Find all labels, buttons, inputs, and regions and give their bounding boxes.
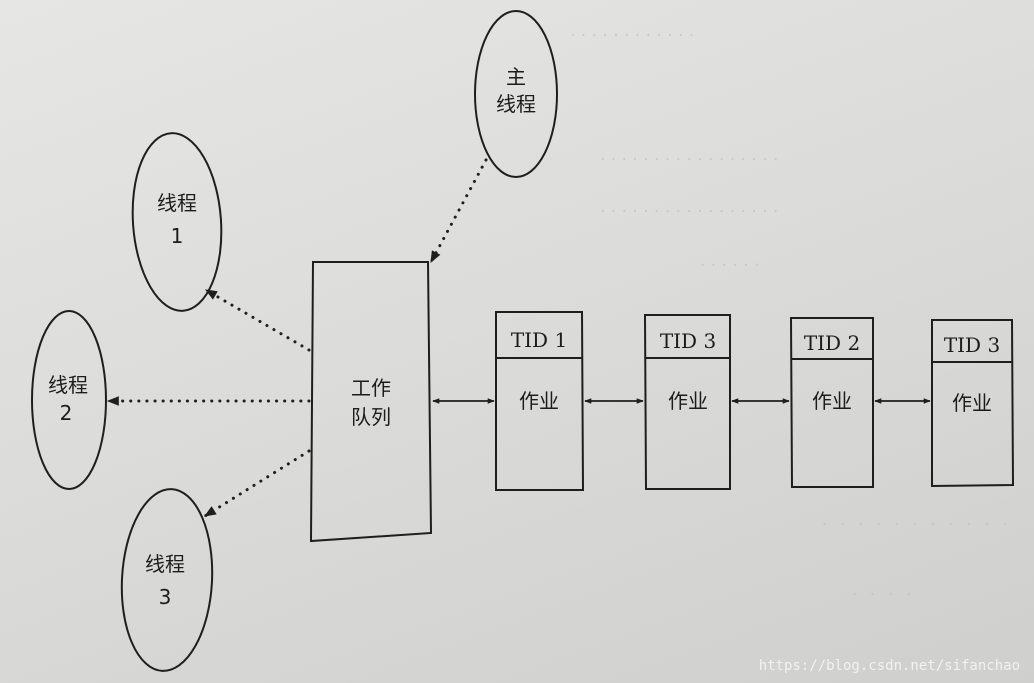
main-thread-to-queue-arrow bbox=[429, 158, 488, 264]
svg-text:. . . . . . . . . . .: . . . . . . . . . . . bbox=[820, 511, 1010, 529]
thread-3-label-2: 3 bbox=[159, 585, 172, 609]
job-4: TID 3 作业 bbox=[931, 319, 1015, 488]
thread-1-label-2: 1 bbox=[171, 224, 184, 248]
job-2: TID 3 作业 bbox=[643, 314, 731, 490]
thread-2-node: 线程 2 bbox=[31, 310, 107, 490]
watermark: https://blog.csdn.net/sifanchao bbox=[759, 658, 1020, 674]
queue-to-thread-3-arrow bbox=[203, 449, 311, 518]
svg-text:. . . . . . . . . . . .: . . . . . . . . . . . . bbox=[570, 21, 694, 41]
page-bleed-through: . . . . . . . . . . . . . . . . . . . . … bbox=[570, 21, 1010, 599]
main-thread-label-2: 线程 bbox=[496, 92, 536, 116]
work-queue-node: 工作 队列 bbox=[309, 261, 433, 543]
svg-text:. . . . . .: . . . . . . bbox=[700, 251, 759, 271]
svg-text:. . . .: . . . . bbox=[850, 581, 913, 599]
job-1-tid: TID 1 bbox=[511, 328, 567, 352]
svg-text:. . . . . . . . . . . . . . .: . . . . . . . . . . . . . . . . . bbox=[600, 197, 778, 217]
thread-1-label-1: 线程 bbox=[157, 191, 197, 215]
job-2-tid: TID 3 bbox=[660, 329, 716, 353]
job-4-tid: TID 3 bbox=[944, 333, 1000, 357]
job-1-label: 作业 bbox=[519, 389, 559, 413]
thread-2-label-2: 2 bbox=[60, 401, 73, 425]
thread-3-label-1: 线程 bbox=[145, 552, 185, 576]
work-queue-label-2: 队列 bbox=[351, 405, 391, 429]
svg-text:. . . . . . . . . . . . . . .: . . . . . . . . . . . . . . . . . bbox=[600, 145, 778, 165]
job-2-label: 作业 bbox=[668, 389, 708, 413]
dotted-arrows bbox=[106, 158, 488, 518]
thread-3-node: 线程 3 bbox=[120, 488, 214, 672]
queue-to-thread-1-arrow bbox=[204, 288, 311, 352]
job-4-label: 作业 bbox=[952, 391, 992, 415]
main-thread-label-1: 主 bbox=[506, 65, 526, 89]
job-3-tid: TID 2 bbox=[804, 331, 860, 355]
thread-2-label-1: 线程 bbox=[48, 373, 88, 397]
job-3-label: 作业 bbox=[812, 389, 852, 413]
job-3: TID 2 作业 bbox=[789, 317, 874, 488]
work-queue-label-1: 工作 bbox=[351, 376, 391, 400]
thread-1-node: 线程 1 bbox=[131, 132, 223, 312]
job-1: TID 1 作业 bbox=[495, 311, 585, 491]
main-thread-node: 主 线程 bbox=[474, 10, 558, 178]
